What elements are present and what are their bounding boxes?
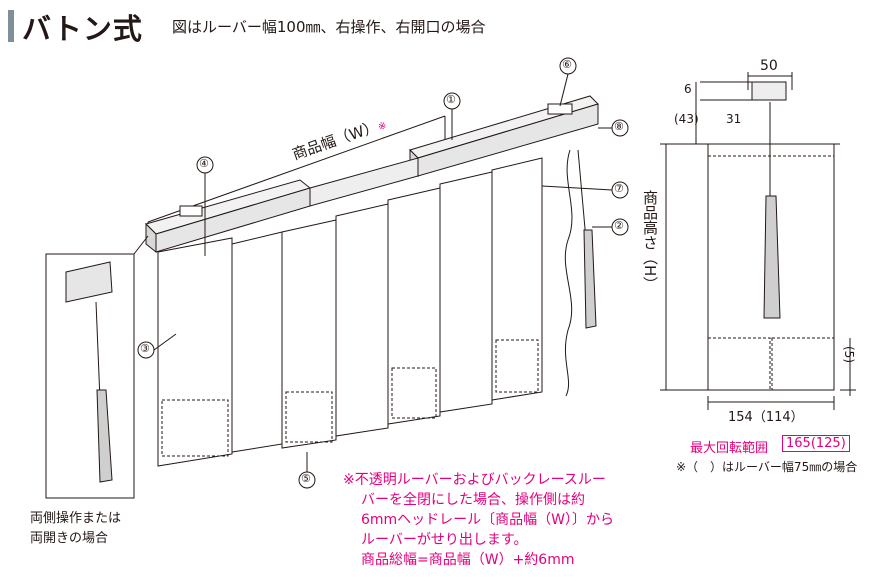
height-label: 商品高さ（H） [641, 190, 659, 292]
note-line2: バーを全閉にした場合、操作側は約 [361, 492, 585, 508]
louver [387, 187, 441, 425]
louver [231, 231, 283, 453]
louver [281, 219, 337, 449]
width-dimension-line [147, 115, 446, 223]
louvers [157, 157, 543, 467]
callout-label-7: ⑦ [614, 182, 624, 195]
dim-43: (43) [674, 112, 699, 126]
dim-top-width: 50 [760, 58, 778, 74]
section-footnote: ※（ ）はルーバー幅75㎜の場合 [676, 460, 858, 474]
dim-31: 31 [726, 112, 742, 126]
dim-5: (5) [842, 346, 856, 363]
callout-label-5: ⑤ [301, 472, 311, 485]
side-caption-line2: 両開きの場合 [30, 531, 109, 546]
callout-label-2: ② [614, 219, 624, 232]
louver [335, 203, 389, 437]
note-line4: ルーバーがせり出します。 [361, 532, 528, 548]
side-inset-frame [45, 253, 135, 499]
section-view [660, 72, 856, 410]
rotation-title: 最大回転範囲 [690, 441, 769, 456]
projection-note: ※不透明ルーバーおよびバックレースルー バーを全閉にした場合、操作側は約 6mm… [343, 470, 643, 570]
callout-label-8: ⑧ [614, 120, 624, 133]
dim-6: 6 [684, 82, 692, 96]
inset-baton [96, 389, 113, 483]
inset-rail [65, 261, 113, 303]
page-subtitle: 図はルーバー幅100㎜、右操作、右開口の場合 [172, 18, 486, 36]
note-line1: ※不透明ルーバーおよびバックレースルー [343, 472, 606, 488]
side-caption-line1: 両側操作または [30, 511, 122, 526]
louver [157, 237, 233, 467]
dim-bottom-width: 154（114） [728, 410, 804, 425]
callout-label-4: ④ [199, 157, 209, 170]
baton-wand [583, 229, 597, 329]
page-title: バトン式 [22, 12, 143, 46]
louver [491, 157, 543, 401]
side-inset-caption: 両側操作または 両開きの場合 [30, 509, 121, 549]
callout-label-1: ① [446, 93, 456, 106]
louver [439, 171, 493, 413]
callout-label-6: ⑥ [562, 58, 572, 71]
rotation-value: 165(125) [782, 435, 850, 452]
note-line3: 6mmヘッドレール〔商品幅（W）〕から [361, 512, 615, 528]
callout-label-3: ③ [140, 342, 150, 355]
pull-cord [564, 149, 573, 397]
bracket-left [179, 205, 203, 217]
note-line5: 商品総幅=商品幅（W）+約6mm [361, 552, 575, 568]
header-accent-bar [8, 10, 14, 42]
